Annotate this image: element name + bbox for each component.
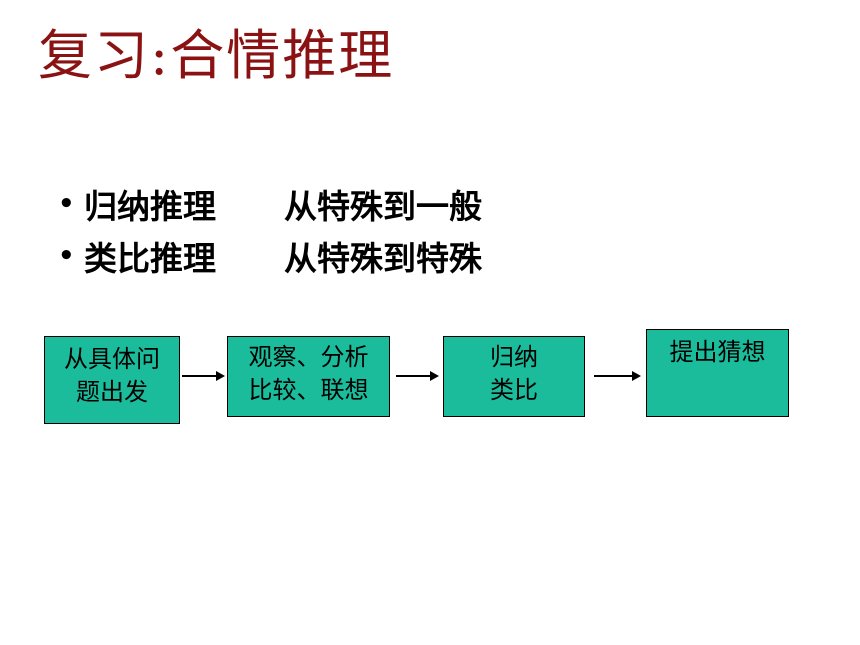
arrow-right-icon bbox=[182, 371, 225, 381]
bullet-list: • 归纳推理 从特殊到一般 • 类比推理 从特殊到特殊 bbox=[58, 178, 482, 282]
flow-box-line: 从具体问 bbox=[64, 345, 160, 373]
flow-box-line: 类比 bbox=[490, 376, 538, 404]
flow-box-line: 归纳 bbox=[490, 343, 538, 371]
bullet-term: 归纳推理 bbox=[84, 187, 216, 226]
bullet-term: 类比推理 bbox=[84, 239, 216, 278]
bullet-description: 从特殊到特殊 bbox=[284, 239, 482, 278]
bullet-dot-icon: • bbox=[58, 241, 75, 271]
flow-box-observe: 观察、分析 比较、联想 bbox=[227, 336, 390, 417]
flow-box-line: 观察、分析 bbox=[248, 343, 369, 371]
flow-box-conjecture: 提出猜想 bbox=[646, 329, 789, 417]
flow-box-line: 比较、联想 bbox=[248, 376, 369, 404]
flow-box-induce: 归纳 类比 bbox=[443, 336, 585, 417]
bullet-description: 从特殊到一般 bbox=[284, 187, 482, 226]
flow-box-line: 题出发 bbox=[76, 378, 148, 406]
flow-box-line: 提出猜想 bbox=[669, 338, 766, 366]
bullet-item: • 类比推理 从特殊到特殊 bbox=[58, 230, 482, 282]
flow-box-start: 从具体问 题出发 bbox=[44, 336, 180, 424]
slide-title: 复习:合情推理 bbox=[38, 24, 395, 87]
arrow-right-icon bbox=[396, 371, 439, 381]
bullet-item: • 归纳推理 从特殊到一般 bbox=[58, 178, 482, 230]
arrow-right-icon bbox=[594, 371, 641, 381]
bullet-dot-icon: • bbox=[58, 189, 75, 219]
